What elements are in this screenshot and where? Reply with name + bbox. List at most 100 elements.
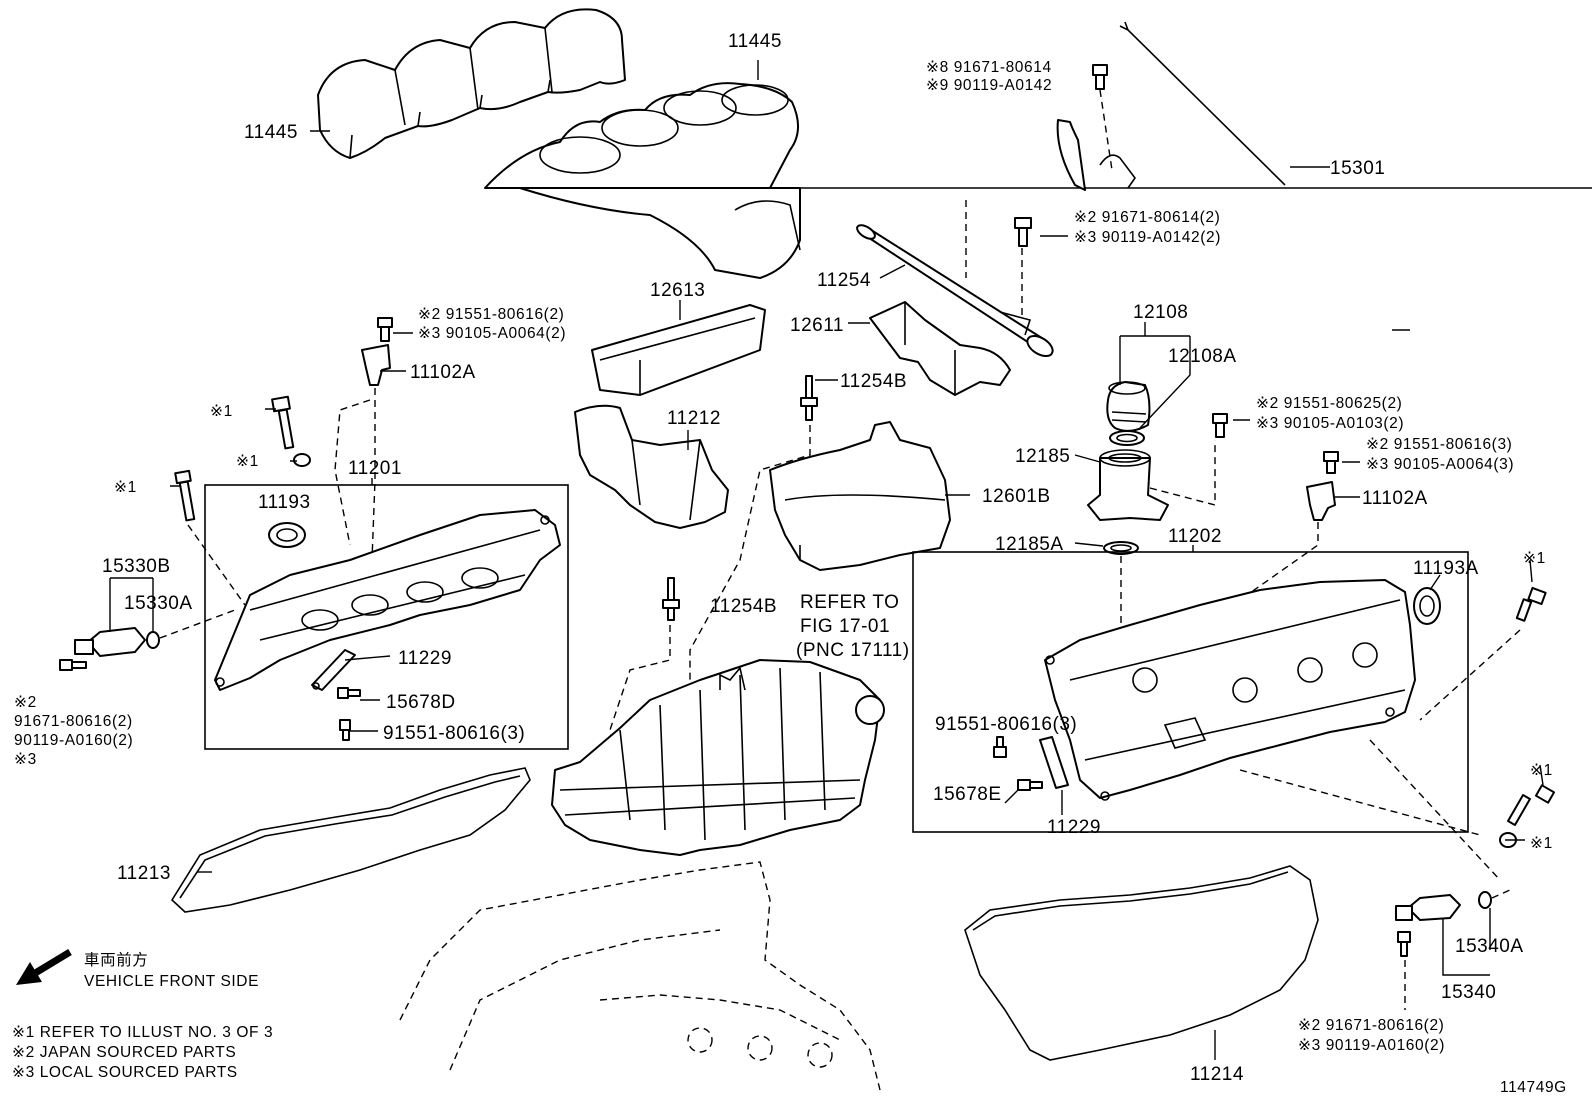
bolt-91551-80625[interactable] xyxy=(1212,413,1228,438)
assembly-box-11201 xyxy=(204,484,569,750)
bolt-91551-80616-left-sensor[interactable] xyxy=(377,317,393,342)
assembly-box-11202 xyxy=(912,551,1469,833)
oil-seal-11193A[interactable] xyxy=(1413,587,1441,625)
callout-top-right-2: ※9 90119-A0142 xyxy=(926,77,1052,94)
legend-direction-jp: 車両前方 xyxy=(84,951,148,969)
filler-tube-gasket-12185A[interactable] xyxy=(1103,541,1139,555)
label-11445-top: 11445 xyxy=(728,31,782,52)
label-11254B-lower: 11254B xyxy=(710,596,777,617)
callout-ref1-left-a: ※1 xyxy=(210,403,233,420)
o-ring-15330A[interactable] xyxy=(146,631,160,649)
valve-cover-11202[interactable] xyxy=(1044,579,1416,801)
leader xyxy=(1074,542,1104,547)
dipstick-15301[interactable] xyxy=(1119,21,1286,186)
bolt-91671-80614-top[interactable] xyxy=(1092,64,1108,90)
oil-filler-cap-12108[interactable] xyxy=(1106,381,1151,432)
leader xyxy=(879,264,906,279)
bolt-15678E[interactable] xyxy=(1017,779,1043,791)
valve-cover-gasket-11213[interactable] xyxy=(170,767,531,913)
leader-dash xyxy=(1491,889,1511,899)
label-11254B-upper: 11254B xyxy=(840,371,907,392)
callout-ref1-left-c: ※1 xyxy=(114,479,137,496)
callout-right-bolt-2: ※3 90105-A0103(2) xyxy=(1256,415,1404,432)
label-12185A: 12185A xyxy=(995,534,1064,555)
drawing-number: 114749G xyxy=(1500,1079,1567,1096)
label-11201: 11201 xyxy=(348,458,402,479)
filler-cap-gasket-12108A[interactable] xyxy=(1109,430,1145,446)
stud-11254B-lower[interactable] xyxy=(662,577,680,621)
label-11212: 11212 xyxy=(667,408,721,429)
label-11202: 11202 xyxy=(1168,526,1222,547)
callout-left-bottom-4: ※3 xyxy=(14,751,37,768)
bracket-15340 xyxy=(1442,908,1491,976)
leader-dash xyxy=(1239,769,1481,836)
label-12108A: 12108A xyxy=(1168,346,1237,367)
bolt-15678D[interactable] xyxy=(337,687,361,699)
bolt-91671-80614-mid[interactable] xyxy=(1014,217,1032,247)
leader xyxy=(344,655,391,661)
valve-cover-11201[interactable] xyxy=(214,509,561,691)
leader-dash xyxy=(1419,629,1521,721)
leader xyxy=(1429,574,1441,591)
oil-filler-tube-12185[interactable] xyxy=(1087,449,1169,521)
bolt-91671-80616-left[interactable] xyxy=(59,659,87,671)
bolt-ref1-right-upper[interactable] xyxy=(1515,586,1547,622)
insulator-11212[interactable] xyxy=(574,404,729,529)
valve-cover-gasket-11214[interactable] xyxy=(964,865,1319,1061)
insulator-12613[interactable] xyxy=(591,304,766,396)
label-91551-80616-left: 91551-80616(3) xyxy=(383,723,525,744)
oil-seal-11193[interactable] xyxy=(268,522,306,548)
label-15330A: 15330A xyxy=(124,593,193,614)
label-11214: 11214 xyxy=(1190,1064,1244,1085)
label-15678E: 15678E xyxy=(933,784,1002,805)
label-11193: 11193 xyxy=(258,492,311,513)
callout-right-bolt-4: ※3 90105-A0064(3) xyxy=(1366,456,1514,473)
callout-ref1-right-b: ※1 xyxy=(1530,835,1553,852)
bolt-91551-80616-right-sensor[interactable] xyxy=(1323,451,1339,474)
washer-ref1-left[interactable] xyxy=(293,453,311,467)
label-11213: 11213 xyxy=(117,863,171,884)
intake-cover-11445-left[interactable] xyxy=(317,8,626,159)
bracket-11229-left[interactable] xyxy=(311,649,356,691)
bolt-91551-80616-right-box[interactable] xyxy=(993,736,1007,758)
bolt-ref1-left-upper[interactable] xyxy=(271,395,295,450)
cam-position-sensor-11102A-right[interactable] xyxy=(1306,481,1336,521)
bolt-91551-80616-left-box[interactable] xyxy=(339,719,351,741)
label-12108: 12108 xyxy=(1133,302,1188,323)
label-15330B: 15330B xyxy=(102,556,171,577)
callout-ref1-right-a: ※1 xyxy=(1523,550,1546,567)
callout-mid-right-1: ※2 91671-80614(2) xyxy=(1074,209,1220,226)
insulator-12611[interactable] xyxy=(869,301,1011,396)
o-ring-15340A[interactable] xyxy=(1478,891,1492,909)
leader xyxy=(170,408,1544,841)
bolt-ref1-left-lower[interactable] xyxy=(174,469,196,522)
callout-ref1-left-b: ※1 xyxy=(236,453,259,470)
cover-12601B[interactable] xyxy=(769,421,951,571)
dipstick-guide[interactable] xyxy=(1056,119,1136,191)
sensor-rod-11254[interactable] xyxy=(855,222,1056,360)
callout-right-bottom-1: ※2 91671-80616(2) xyxy=(1298,1017,1444,1034)
oil-control-valve-15330B[interactable] xyxy=(74,627,146,657)
leader-dash xyxy=(1149,440,1216,506)
cam-position-sensor-11102A-left[interactable] xyxy=(361,344,391,386)
label-11445-left: 11445 xyxy=(244,122,298,143)
intake-cover-11445-right[interactable] xyxy=(484,82,801,279)
label-11229-left: 11229 xyxy=(398,648,452,669)
bracket-11229-right[interactable] xyxy=(1039,736,1069,789)
stud-11254B-upper[interactable] xyxy=(800,375,818,421)
callout-left-bottom-3: 90119-A0160(2) xyxy=(14,732,133,749)
leader-dash xyxy=(1099,89,1113,171)
label-12601B: 12601B xyxy=(982,486,1051,507)
label-15301: 15301 xyxy=(1330,158,1385,179)
intake-manifold[interactable] xyxy=(551,659,885,856)
leader-dash xyxy=(187,524,246,606)
leader-dash xyxy=(371,388,376,561)
bolt-ref1-right-lower[interactable] xyxy=(1507,784,1556,826)
legend-note-1: ※1 REFER TO ILLUST NO. 3 OF 3 xyxy=(12,1024,273,1041)
label-12611: 12611 xyxy=(790,315,844,336)
oil-control-valve-15340[interactable] xyxy=(1395,894,1461,921)
callout-top-right-1: ※8 91671-80614 xyxy=(926,59,1052,76)
label-refer-1: REFER TO xyxy=(800,592,899,613)
bolt-91671-80616-right[interactable] xyxy=(1397,931,1411,957)
label-15340A: 15340A xyxy=(1455,936,1524,957)
